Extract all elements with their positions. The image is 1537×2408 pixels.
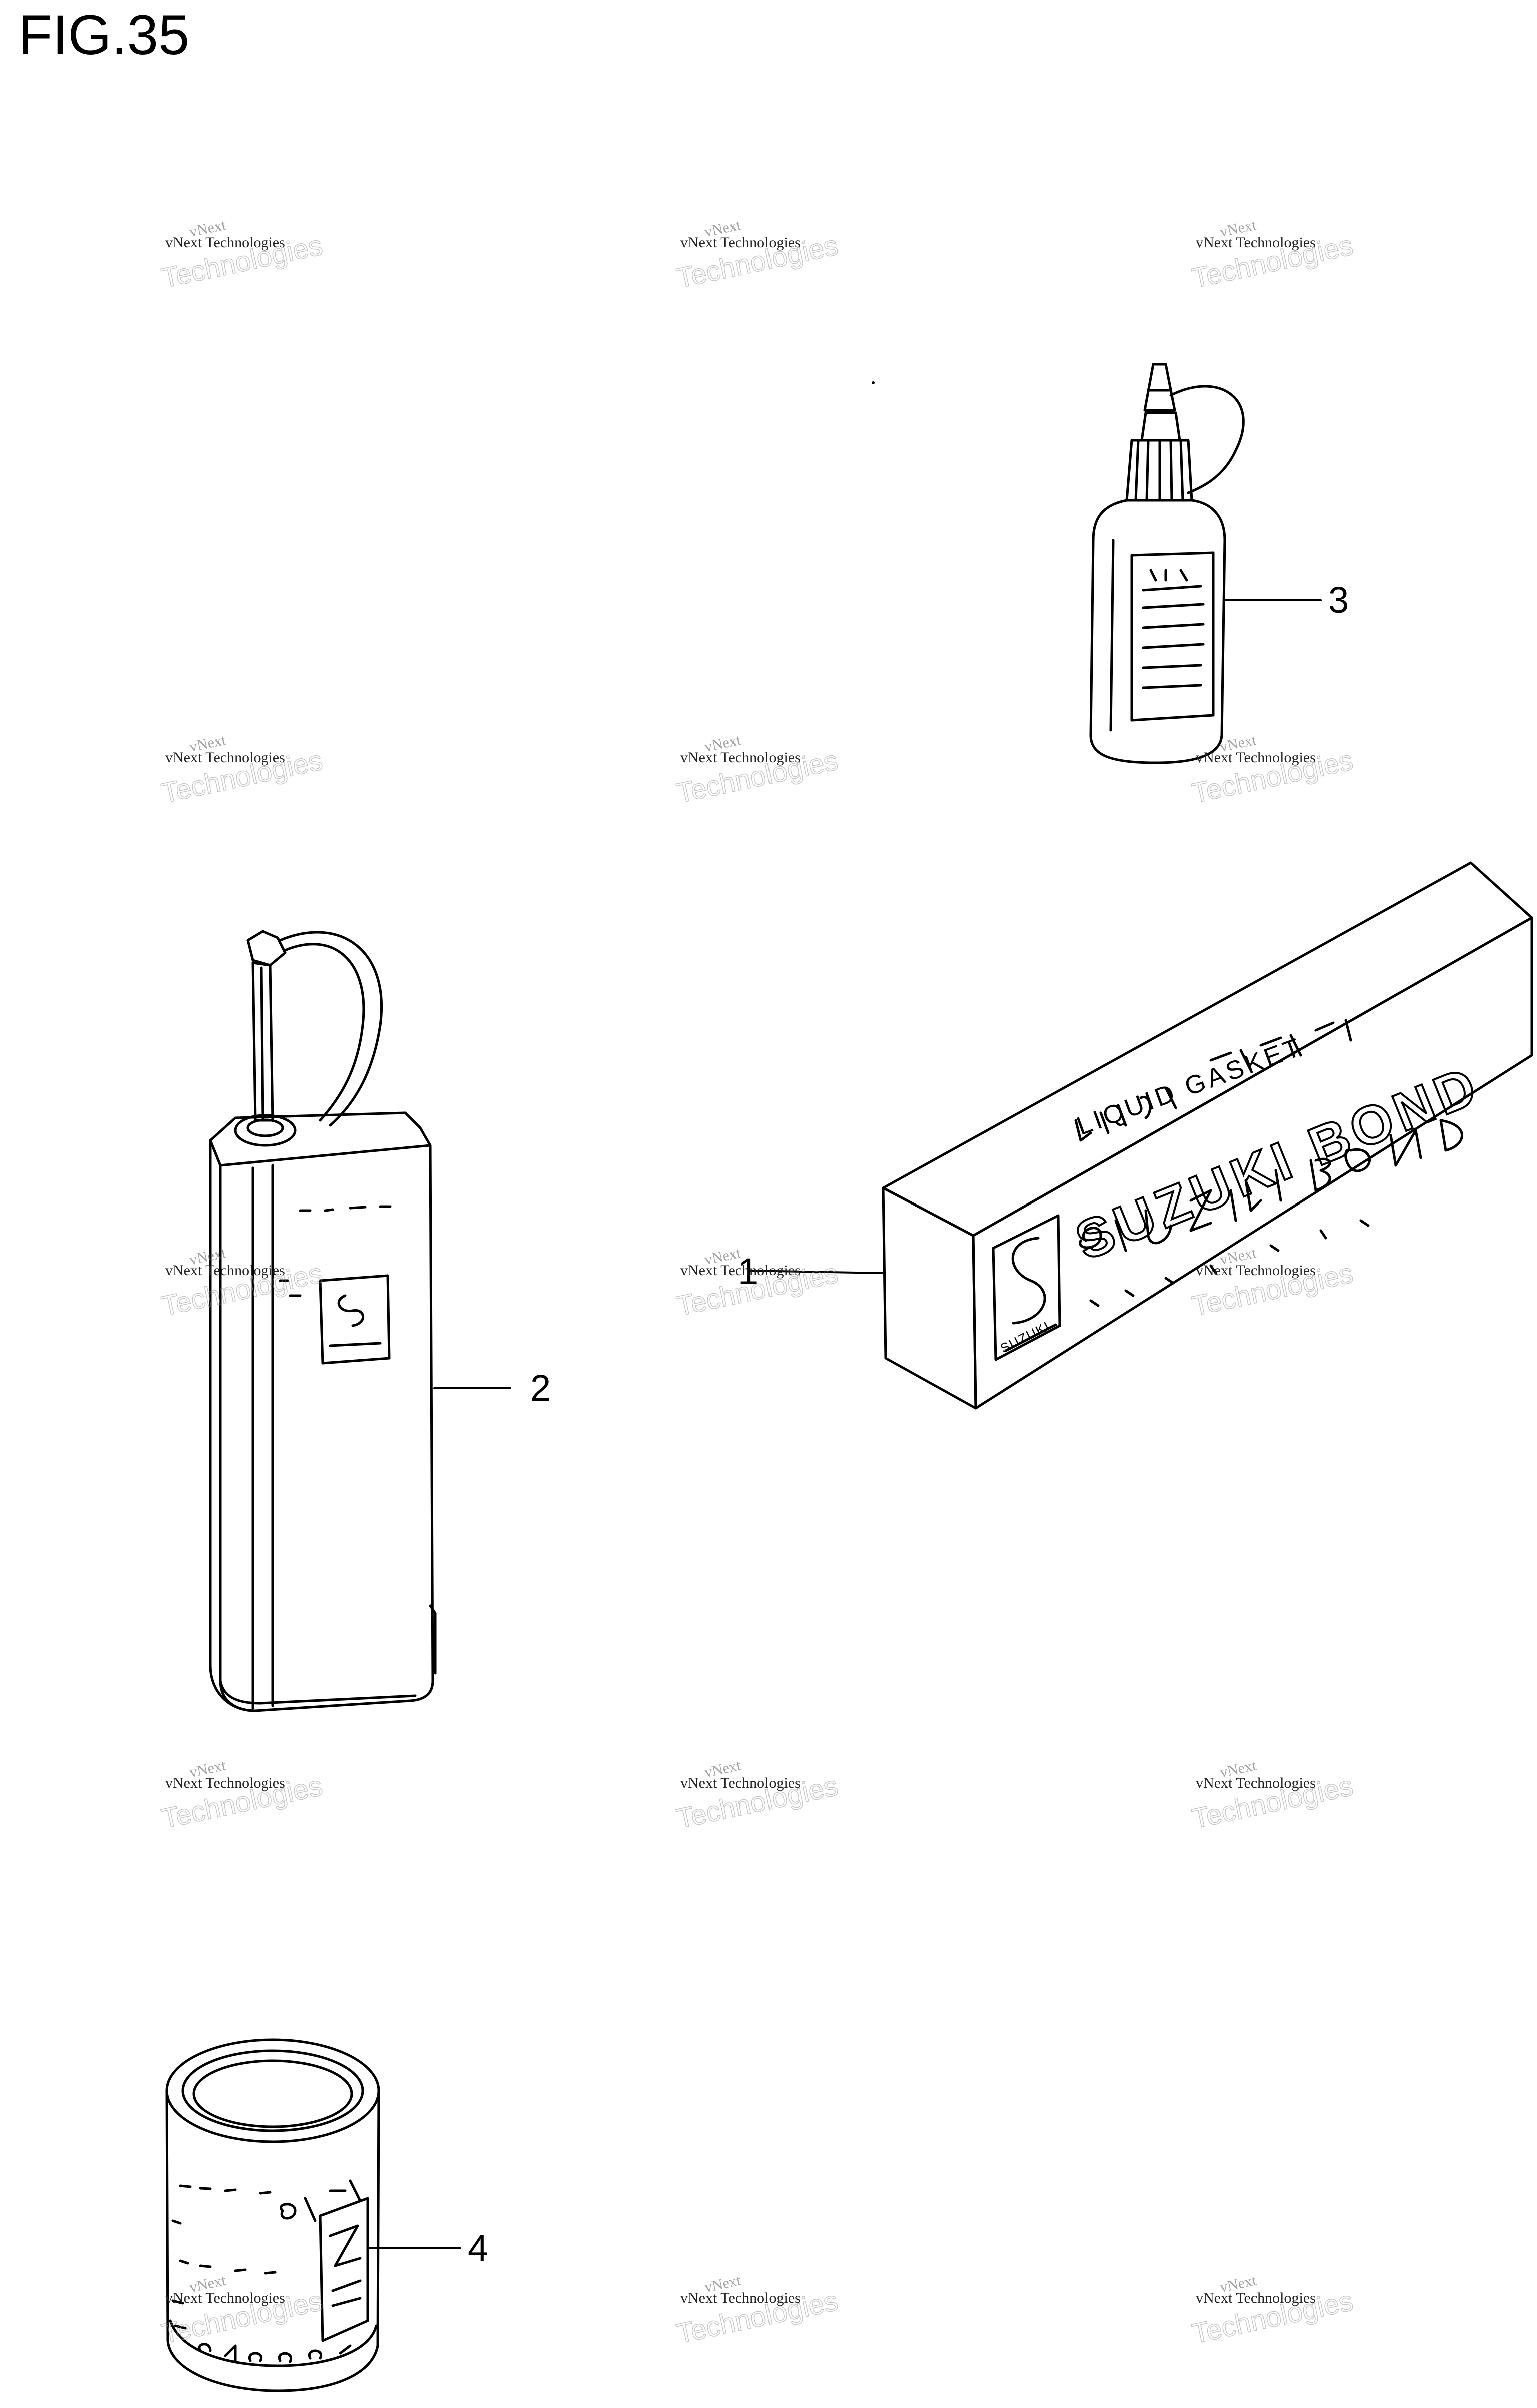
paint-can-drawing [165, 2038, 461, 2392]
figure-title: FIG.35 [18, 4, 190, 66]
callout-4: 4 [468, 2227, 489, 2269]
callout-2: 2 [530, 1367, 551, 1409]
callout-3: 3 [1328, 579, 1349, 621]
suzuki-bond-box-drawing [749, 861, 1533, 1410]
box-brand-mark: SUZUKI [998, 1318, 1052, 1356]
oil-can-drawing [209, 930, 511, 1712]
box-label-line2: SUZUKI BOND [1067, 1054, 1489, 1271]
box-label-line1: LIQUID GASKET [1073, 1032, 1307, 1141]
callout-1: 1 [738, 1251, 759, 1292]
oil-bottle-drawing [1089, 363, 1322, 764]
